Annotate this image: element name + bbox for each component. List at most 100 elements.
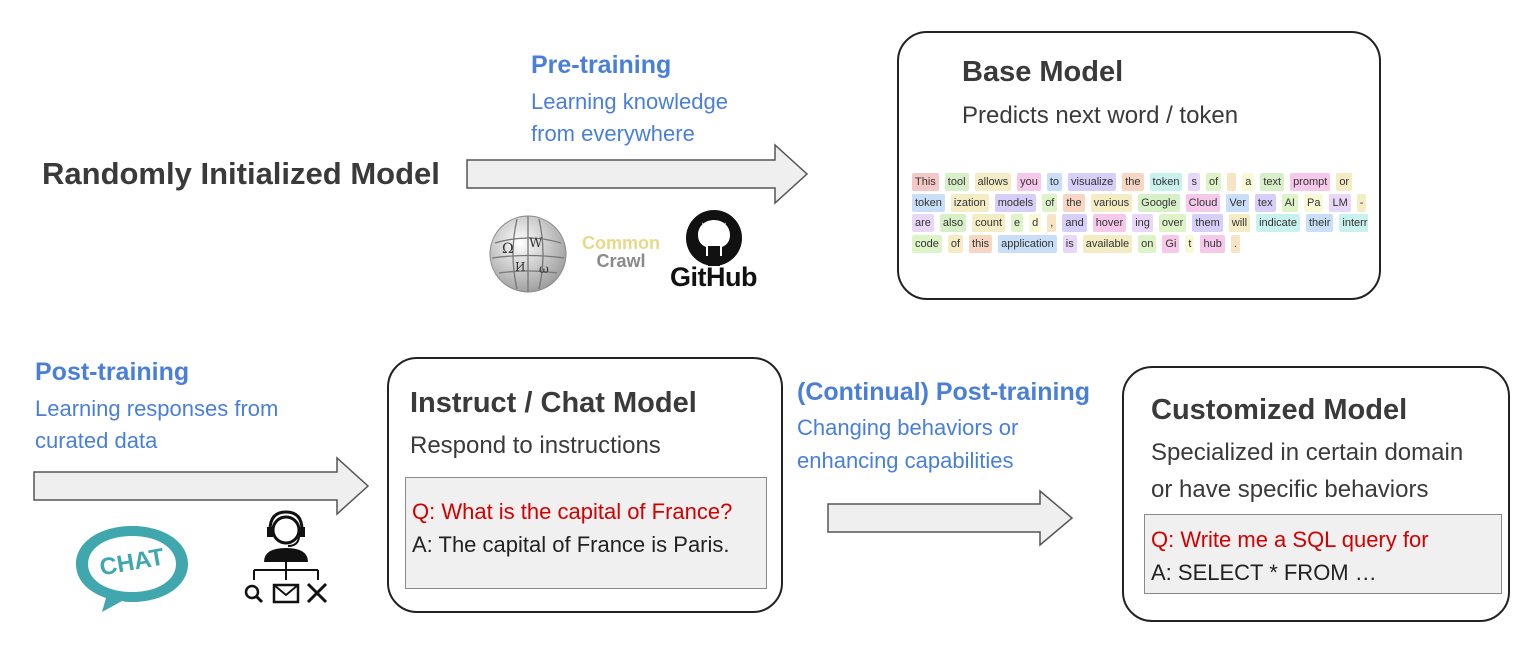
token-chip: their xyxy=(1305,214,1334,233)
token-chip: and xyxy=(1062,214,1087,233)
token-chip: ization xyxy=(950,193,989,212)
instruct-answer: A: The capital of France is Paris. xyxy=(412,532,730,557)
token-chip: Ver xyxy=(1226,193,1249,212)
svg-text:ω: ω xyxy=(539,262,549,276)
token-chip: , xyxy=(1047,214,1057,233)
token-chip: token xyxy=(1149,173,1183,192)
token-chip: of xyxy=(1205,173,1222,192)
continual-sub1: Changing behaviors or xyxy=(797,415,1019,440)
posttraining-sub2: curated data xyxy=(35,428,158,453)
token-chip: token xyxy=(912,193,945,212)
token-chip: interr xyxy=(1339,214,1368,233)
custom-question: Q: Write me a SQL query for xyxy=(1151,527,1429,552)
token-chip: t xyxy=(1185,234,1195,253)
token-chip: will xyxy=(1228,214,1251,233)
token-chip: a xyxy=(1242,173,1255,192)
token-chip: code xyxy=(912,234,942,253)
token-chip: d xyxy=(1029,214,1042,233)
token-chip: hub xyxy=(1200,234,1225,253)
instruct-model-title: Instruct / Chat Model xyxy=(410,387,697,419)
custom-qa-example: Q: Write me a SQL query for A: SELECT * … xyxy=(1144,514,1502,594)
continual-title: (Continual) Post-training xyxy=(797,378,1091,406)
token-chip: Gi xyxy=(1162,234,1180,253)
support-agent-icon xyxy=(240,508,332,608)
token-chip xyxy=(1227,173,1237,192)
svg-text:И: И xyxy=(515,260,525,274)
custom-model-subtitle-1: Specialized in certain domain xyxy=(1151,439,1464,466)
token-chip: visualize xyxy=(1068,173,1117,192)
token-chip: you xyxy=(1017,173,1041,192)
pretraining-title: Pre-training xyxy=(531,51,672,79)
token-chip: count xyxy=(972,214,1006,233)
token-chip: models xyxy=(994,193,1037,212)
token-chip: Google xyxy=(1138,193,1180,212)
svg-text:Ω: Ω xyxy=(502,241,514,257)
token-chip: the xyxy=(1122,173,1144,192)
token-chip: also xyxy=(939,214,967,233)
token-chip: on xyxy=(1138,234,1157,253)
token-chip: . xyxy=(1230,234,1240,253)
token-chip: available xyxy=(1082,234,1133,253)
pretraining-sub2: from everywhere xyxy=(531,121,695,146)
token-chip: e xyxy=(1011,214,1024,233)
random-model-label: Randomly Initialized Model xyxy=(42,156,440,191)
token-chip: allows xyxy=(974,173,1012,192)
instruct-qa-example: Q: What is the capital of France? A: The… xyxy=(405,477,767,589)
token-chip: Cloud xyxy=(1185,193,1221,212)
token-chip: - xyxy=(1356,193,1367,212)
token-chip: application xyxy=(998,234,1057,253)
instruct-question: Q: What is the capital of France? xyxy=(412,499,733,524)
token-chip: Pa xyxy=(1303,193,1324,212)
pretraining-arrow xyxy=(466,143,809,205)
token-chip: them xyxy=(1192,214,1223,233)
token-chip: of xyxy=(947,234,964,253)
token-chip: s xyxy=(1188,173,1200,192)
token-chip: over xyxy=(1158,214,1187,233)
continual-sub2: enhancing capabilities xyxy=(797,448,1014,473)
github-logo: GitHub xyxy=(668,206,762,294)
common-crawl-line1: Common xyxy=(582,233,660,253)
token-chip: ing xyxy=(1132,214,1153,233)
wikipedia-globe-icon: Ω W И ω xyxy=(489,215,567,293)
token-chip: are xyxy=(912,214,934,233)
token-chip: tool xyxy=(944,173,969,192)
posttraining-title: Post-training xyxy=(35,358,190,386)
token-chip: various xyxy=(1090,193,1133,212)
base-model-subtitle: Predicts next word / token xyxy=(962,102,1239,129)
posttraining-arrow xyxy=(33,456,370,516)
svg-text:W: W xyxy=(529,236,543,251)
continual-arrow xyxy=(827,489,1074,547)
custom-model-title: Customized Model xyxy=(1151,394,1408,426)
pretraining-sub1: Learning knowledge xyxy=(531,89,728,114)
token-chip: text xyxy=(1260,173,1285,192)
token-chip: of xyxy=(1042,193,1058,212)
token-chip: tex xyxy=(1254,193,1276,212)
custom-answer: A: SELECT * FROM … xyxy=(1151,560,1377,585)
common-crawl-logo: Common Crawl xyxy=(576,234,666,274)
token-chip: This xyxy=(912,173,939,192)
token-chip: or xyxy=(1336,173,1353,192)
github-wordmark: GitHub xyxy=(670,262,757,292)
wikipedia-logo: Ω W И ω xyxy=(487,213,569,295)
base-model-box xyxy=(897,31,1381,300)
token-chip: is xyxy=(1062,234,1077,253)
token-chip: this xyxy=(969,234,993,253)
posttraining-sub1: Learning responses from xyxy=(35,396,279,421)
token-chip: indicate xyxy=(1256,214,1300,233)
base-model-title: Base Model xyxy=(962,56,1124,88)
token-chip: LM xyxy=(1329,193,1351,212)
github-octocat-icon xyxy=(686,210,742,266)
instruct-model-subtitle: Respond to instructions xyxy=(410,432,661,459)
chat-bubble-icon: CHAT xyxy=(72,522,192,614)
token-chip: AI xyxy=(1281,193,1298,212)
common-crawl-line2: Crawl xyxy=(596,251,646,271)
token-chip: prompt xyxy=(1290,173,1331,192)
token-chip: hover xyxy=(1092,214,1127,233)
token-chip: the xyxy=(1063,193,1085,212)
custom-model-subtitle-2: or have specific behaviors xyxy=(1151,476,1429,503)
